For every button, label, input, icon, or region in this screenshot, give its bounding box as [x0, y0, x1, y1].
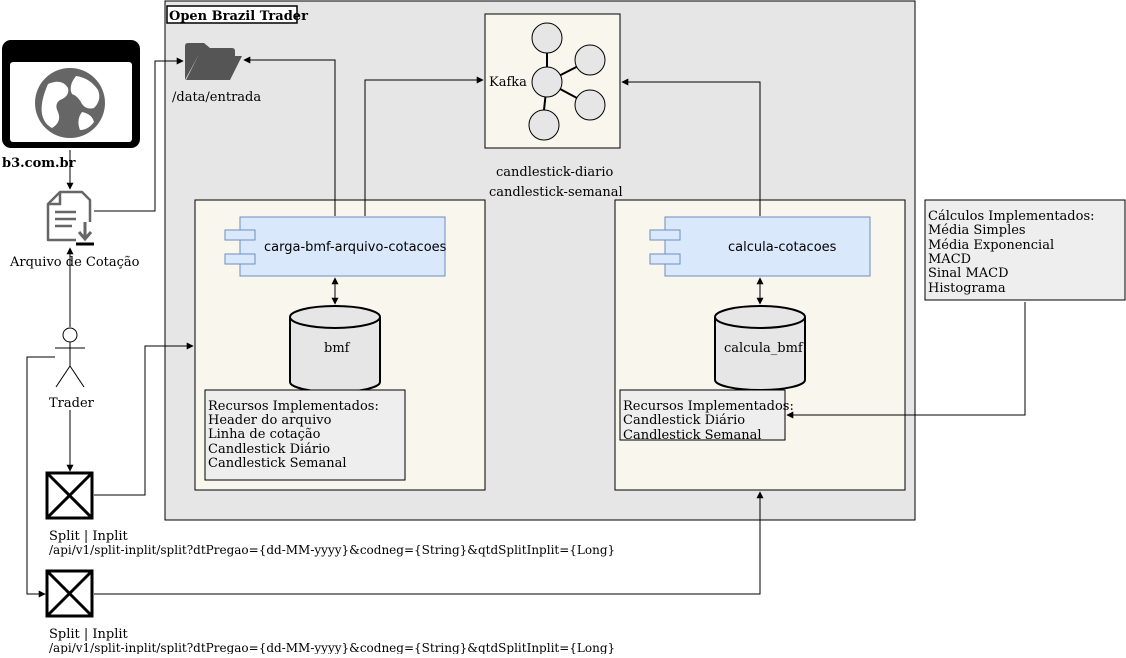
split-endpoint-path: /api/v1/split-inplit/split?dtPregao={dd-… [49, 543, 615, 557]
calc-note-line: Média Simples [928, 223, 1026, 238]
folder-icon [185, 43, 242, 80]
loader-database-label: bmf [324, 341, 351, 356]
connectors [26, 56, 1026, 598]
calc-note-line: Cálculos Implementados: [928, 209, 1095, 224]
loader-features-line: Recursos Implementados: [208, 399, 379, 414]
edge-split1-to-loader [94, 342, 194, 496]
quote-file-node: Arquivo de Cotação [9, 190, 140, 270]
website-node: b3.com.br [2, 40, 140, 171]
split-endpoint-title: Split | Inplit [49, 529, 129, 544]
calc-service: calcula-cotacoes calcula_bmf Recursos Im… [614, 199, 906, 491]
calc-database: calcula_bmf [714, 305, 806, 391]
folder-label: /data/entrada [172, 90, 261, 105]
calc-database-label: calcula_bmf [724, 341, 804, 356]
calc-note-line: MACD [928, 252, 971, 267]
kafka-label: Kafka [489, 75, 527, 90]
calc-note-line: Média Exponencial [928, 238, 1054, 253]
calc-features-note: Recursos Implementados: Candlestick Diár… [619, 389, 794, 443]
kafka-topic-weekly: candlestick-semanal [489, 185, 623, 200]
loader-features-line: Candlestick Semanal [208, 456, 347, 471]
loader-service: carga-bmf-arquivo-cotacoes bmf Recursos … [194, 199, 486, 491]
calc-features-line: Candlestick Diário [623, 413, 745, 428]
trader-node: Trader [49, 327, 95, 411]
split-endpoint-1: Split | Inplit /api/v1/split-inplit/spli… [45, 471, 615, 557]
calc-features-line: Candlestick Semanal [623, 428, 762, 443]
split-endpoint-path: /api/v1/split-inplit/split?dtPregao={dd-… [49, 641, 615, 654]
file-download-icon [46, 190, 94, 246]
kafka-icon [528, 22, 606, 141]
edge-file-to-folder [94, 57, 184, 212]
edge-split2-to-calc [94, 491, 764, 595]
loader-component: carga-bmf-arquivo-cotacoes [224, 216, 447, 277]
loader-features-line: Linha de cotação [208, 427, 321, 442]
quote-file-label: Arquivo de Cotação [9, 255, 140, 270]
calc-note-line: Sinal MACD [928, 266, 1009, 281]
folder-node: /data/entrada [172, 43, 261, 105]
actor-icon [55, 327, 85, 388]
edge-loader-to-folder [243, 56, 336, 216]
trader-label: Trader [49, 396, 95, 411]
calc-note-line: Histograma [928, 281, 1006, 296]
website-label: b3.com.br [2, 156, 76, 171]
kafka-node: Kafka candlestick-diario candlestick-sem… [484, 13, 623, 200]
split-endpoint-title: Split | Inplit [49, 627, 129, 642]
split-endpoint-2: Split | Inplit /api/v1/split-inplit/spli… [45, 569, 615, 655]
calc-implemented-note: Cálculos Implementados: Média Simples Mé… [924, 199, 1126, 301]
calc-component: calcula-cotacoes [649, 216, 871, 277]
loader-component-label: carga-bmf-arquivo-cotacoes [264, 240, 447, 255]
globe-browser-icon [2, 40, 140, 148]
endpoint-x-icon [45, 569, 94, 618]
loader-features-line: Header do arquivo [208, 413, 332, 428]
edge-note-to-calc-features [786, 302, 1026, 419]
loader-features-note: Recursos Implementados: Header do arquiv… [204, 389, 406, 481]
container-title: Open Brazil Trader [169, 9, 308, 24]
kafka-topic-daily: candlestick-diario [496, 165, 614, 180]
calc-features-line: Recursos Implementados: [623, 399, 794, 414]
endpoint-x-icon [45, 471, 94, 520]
calc-component-label: calcula-cotacoes [728, 240, 837, 255]
edge-calc-to-kafka [621, 78, 761, 216]
edge-loader-to-kafka [364, 76, 484, 216]
loader-database: bmf [289, 305, 381, 393]
edge-trader-to-split2 [26, 356, 55, 598]
loader-features-line: Candlestick Diário [208, 442, 330, 457]
